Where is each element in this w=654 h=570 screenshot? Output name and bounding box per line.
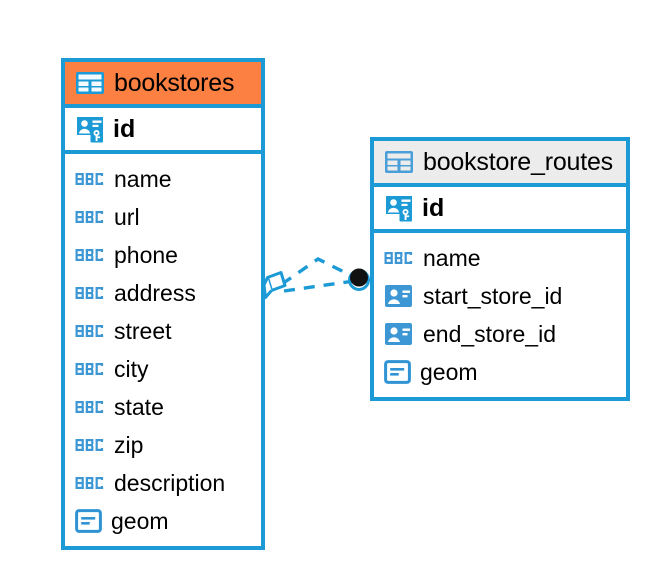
field-list-bookstores: name [65,154,261,546]
relationship-line-lower [283,279,355,293]
abc-text-icon [75,285,105,301]
field-label: city [114,355,149,382]
field-row[interactable]: state [65,388,261,426]
field-row[interactable]: geom [65,502,261,540]
relationship-line-upper [281,257,355,286]
field-row[interactable]: name [374,239,626,277]
field-row[interactable]: start_store_id [374,277,626,315]
field-label: geom [420,358,478,385]
entity-header-bookstore-routes[interactable]: bookstore_routes [374,141,626,187]
abc-text-icon [75,361,105,377]
field-row[interactable]: description [65,464,261,502]
field-row[interactable]: url [65,198,261,236]
table-icon [75,71,105,95]
geometry-icon [75,509,102,533]
abc-text-icon [384,250,414,266]
foreign-key-icon [384,283,414,309]
field-row[interactable]: end_store_id [374,315,626,353]
field-label: geom [111,507,169,534]
polygon-shape-icon [262,271,287,299]
field-row[interactable]: name [65,160,261,198]
field-row[interactable]: geom [374,353,626,391]
field-label: name [423,244,481,271]
field-label: name [114,165,172,192]
field-label: end_store_id [423,320,556,347]
field-row[interactable]: zip [65,426,261,464]
primary-key-label: id [422,193,445,222]
abc-text-icon [75,171,105,187]
field-label: address [114,279,196,306]
entity-title-label: bookstore_routes [423,147,613,176]
filled-circle-icon [348,268,370,291]
field-label: phone [114,241,178,268]
field-label: start_store_id [423,282,563,309]
abc-text-icon [75,399,105,415]
field-row[interactable]: city [65,350,261,388]
entity-table-bookstore-routes[interactable]: bookstore_routes id [370,137,630,401]
foreign-key-icon [384,321,414,347]
abc-text-icon [75,437,105,453]
abc-text-icon [75,209,105,225]
entity-header-bookstores[interactable]: bookstores [65,62,261,108]
field-label: street [114,317,172,344]
primary-key-icon [75,114,105,144]
primary-key-label: id [113,114,136,143]
field-label: description [114,469,226,496]
field-row[interactable]: address [65,274,261,312]
primary-key-row-bookstore-routes[interactable]: id [374,187,626,233]
geometry-icon [384,360,411,384]
field-label: url [114,203,140,230]
field-list-bookstore-routes: name start_store_id [374,233,626,397]
primary-key-row-bookstores[interactable]: id [65,108,261,154]
table-icon [384,150,414,174]
primary-key-icon [384,193,414,223]
abc-text-icon [75,475,105,491]
abc-text-icon [75,323,105,339]
field-label: state [114,393,164,420]
entity-table-bookstores[interactable]: bookstores id [61,58,265,550]
field-label: zip [114,431,144,458]
field-row[interactable]: phone [65,236,261,274]
abc-text-icon [75,247,105,263]
entity-title-label: bookstores [114,68,235,97]
field-row[interactable]: street [65,312,261,350]
